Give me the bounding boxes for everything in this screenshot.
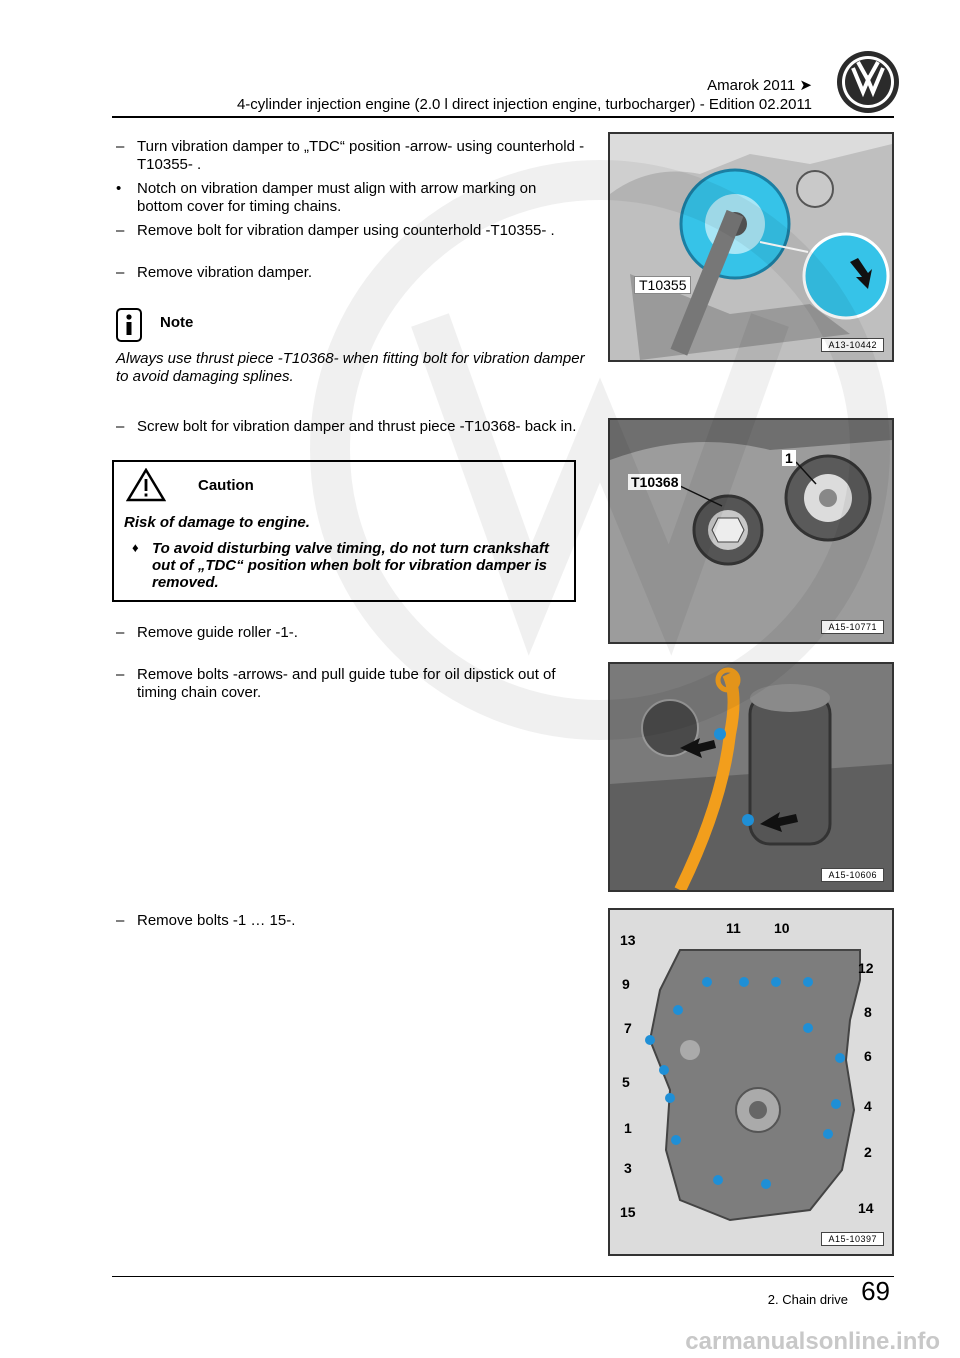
site-watermark: carmanualsonline.info: [685, 1328, 940, 1355]
callout-6: 6: [864, 1048, 872, 1064]
callout-1: 1: [782, 450, 796, 466]
warning-triangle-icon: [126, 468, 166, 502]
step-marker: –: [116, 912, 125, 929]
tool-label-t10355: T10355: [634, 276, 692, 294]
footer-section: 2. Chain drive: [767, 1292, 848, 1307]
info-icon: [116, 308, 142, 342]
callout-5: 5: [622, 1074, 630, 1090]
callout-3: 3: [624, 1160, 632, 1176]
step-text: Screw bolt for vibration damper and thru…: [137, 418, 577, 435]
step-text: Remove bolts -arrows- and pull guide tub…: [137, 666, 556, 701]
figure-code: A13-10442: [821, 338, 884, 352]
tool-label-t10368: T10368: [628, 474, 682, 490]
caution-box: [112, 460, 576, 602]
callout-7: 7: [624, 1020, 632, 1036]
step-3: – Remove bolt for vibration damper using…: [116, 222, 586, 240]
figure-code: A15-10771: [821, 620, 884, 634]
step-marker: –: [116, 222, 125, 239]
callout-11: 11: [726, 920, 741, 936]
step-6: – Remove guide roller -1-.: [116, 624, 586, 642]
step-marker: –: [116, 264, 125, 281]
callout-12: 12: [858, 960, 874, 976]
callout-10: 10: [774, 920, 790, 936]
header-model: Amarok 2011 ➤: [707, 77, 812, 94]
step-marker: •: [116, 180, 122, 197]
callout-1: 1: [624, 1120, 632, 1136]
figure-dipstick-tube: A15-10606: [608, 662, 894, 892]
callout-8: 8: [864, 1004, 872, 1020]
figure-code: A15-10606: [821, 868, 884, 882]
step-4: – Remove vibration damper.: [116, 264, 586, 282]
figure-code: A15-10397: [821, 1232, 884, 1246]
note-text: Always use thrust piece -T10368- when fi…: [116, 350, 585, 385]
step-1: – Turn vibration damper to „TDC“ positio…: [116, 138, 586, 174]
callout-9: 9: [622, 976, 630, 992]
page-number: 69: [861, 1276, 890, 1306]
footer-rule: [112, 1276, 894, 1277]
callout-4: 4: [864, 1098, 872, 1114]
figure-bottom-cover-bolts: 13 11 10 12 9 8 7 6 5 4 1 2 3 14 15 A15-…: [608, 908, 894, 1256]
step-text: Remove vibration damper.: [137, 264, 313, 281]
caution-bullet: ♦: [132, 540, 139, 555]
step-text: Remove bolt for vibration damper using c…: [137, 222, 555, 239]
callout-15: 15: [620, 1204, 636, 1220]
step-marker: –: [116, 666, 125, 683]
step-7: – Remove bolts -arrows- and pull guide t…: [116, 666, 586, 702]
callout-2: 2: [864, 1144, 872, 1160]
vw-logo-icon: [837, 51, 899, 113]
caution-subtitle: Risk of damage to engine.: [124, 514, 310, 531]
step-text: Remove guide roller -1-.: [137, 624, 298, 641]
figure-damper-counterhold: T10355 A13-10442: [608, 132, 894, 362]
note-title: Note: [160, 314, 194, 331]
step-text: Turn vibration damper to „TDC“ position …: [137, 138, 585, 173]
caution-title: Caution: [198, 477, 254, 494]
figure-thrust-piece: T10368 1 A15-10771: [608, 418, 894, 644]
step-marker: –: [116, 138, 125, 155]
callout-14: 14: [858, 1200, 874, 1216]
step-text: Remove bolts -1 … 15-.: [137, 912, 296, 929]
header-rule: [112, 116, 894, 118]
header-engine-title: 4-cylinder injection engine (2.0 l direc…: [236, 96, 812, 113]
callout-13: 13: [620, 932, 636, 948]
caution-text: To avoid disturbing valve timing, do not…: [152, 540, 549, 591]
step-marker: –: [116, 418, 125, 435]
step-8: – Remove bolts -1 … 15-.: [116, 912, 586, 930]
step-2: • Notch on vibration damper must align w…: [116, 180, 586, 216]
step-text: Notch on vibration damper must align wit…: [137, 180, 537, 215]
step-marker: –: [116, 624, 125, 641]
step-5: – Screw bolt for vibration damper and th…: [116, 418, 586, 436]
